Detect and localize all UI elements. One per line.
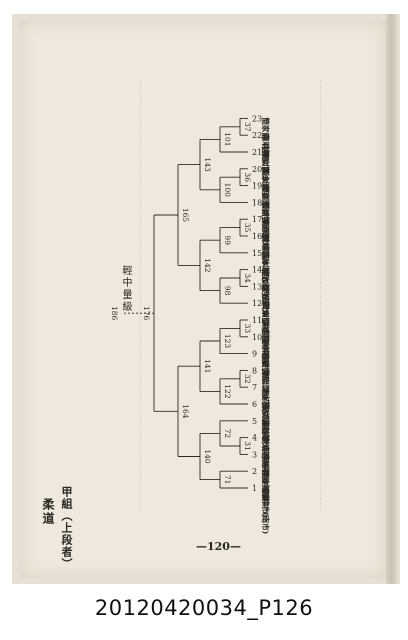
bracket-lines	[124, 117, 248, 489]
seed-number: 9	[252, 350, 257, 359]
match-number: 37	[243, 122, 252, 132]
entrant-name: 楊志義 (基市)	[261, 269, 271, 316]
match-number: 142	[203, 258, 212, 273]
seed-number: 6	[252, 400, 257, 409]
match-number: 31	[243, 441, 252, 451]
entrant-name: 陳文富 (北西)	[261, 151, 271, 198]
match-number: 123	[223, 334, 232, 349]
entrant-name: 黃東發 (苗縣)	[261, 302, 271, 349]
seed-number: 15	[252, 249, 262, 258]
scanned-page	[12, 14, 400, 584]
match-number: 99	[223, 235, 232, 245]
entrant-name: 簡家龍 (桃縣)	[261, 117, 271, 164]
seed-number: 18	[252, 198, 262, 207]
entrant-name: 陳宏二 (花縣)	[261, 369, 271, 416]
group-title: 甲組（上段者）	[60, 486, 73, 570]
entrant-name: 楊坤明 (竹縣)	[261, 336, 271, 383]
entrant-name: 韓喜進 (竹縣)	[261, 185, 271, 232]
seed-number: 13	[252, 282, 262, 291]
seed-number: 19	[252, 182, 262, 191]
book-spine	[386, 14, 400, 584]
seed-number: 17	[252, 215, 262, 224]
show-through-column	[320, 80, 351, 510]
image-caption: 20120420034_P126	[94, 596, 314, 620]
seed-number: 21	[252, 148, 262, 157]
paper-sheet	[20, 20, 386, 578]
seed-number: 4	[252, 434, 257, 443]
seed-number: 14	[252, 266, 262, 275]
entrant-name: 黃文漢 (高市)	[261, 403, 271, 450]
match-number: 35	[243, 223, 252, 233]
match-number: 34	[243, 273, 252, 283]
match-numbers: 31 32 33 34 35 36 37 71 72 122 123 98 99 100 101 140 141…	[110, 122, 252, 484]
entrant-name: 梁振華 (北東)	[261, 284, 271, 332]
match-number: 122	[223, 384, 232, 399]
sport-title: 柔道	[41, 498, 55, 526]
match-number: 165	[181, 208, 190, 223]
entrant-name: 林建基 (北西)	[261, 235, 271, 282]
match-number: 140	[203, 449, 212, 464]
seed-number: 7	[252, 383, 257, 392]
seed-number: 3	[252, 450, 257, 459]
seed-number: 22	[252, 131, 262, 140]
entrant-names: 郭蘭財 (南市)洪金松 (中市)李垣福 (中縣)劉清明 (屏縣)張義雄 (宜縣)…	[261, 117, 271, 534]
seed-number: 20	[252, 165, 262, 174]
page-number: —120—	[196, 540, 241, 553]
entrant-name: 劉清明 (屏縣)	[261, 437, 271, 484]
match-number: 98	[223, 286, 232, 296]
entrant-name: 張添壽 (彰縣)	[261, 218, 271, 265]
entrant-name: 呂木基 (北西)	[261, 252, 271, 299]
match-number: 101	[223, 132, 232, 146]
weight-class-label: 輕中量級	[120, 265, 131, 313]
match-number: 72	[223, 429, 232, 439]
seed-number: 11	[252, 316, 262, 325]
seed-number: 23	[252, 114, 262, 123]
entrant-name: 高永進 (北南)	[261, 168, 271, 215]
match-number: 186	[110, 306, 119, 321]
match-number: 33	[243, 324, 252, 334]
entrant-name: 陳士華 (彰縣)	[261, 386, 271, 433]
match-number: 164	[181, 404, 190, 419]
match-number: 32	[243, 374, 252, 384]
match-number: 176	[142, 306, 151, 321]
match-number: 36	[243, 172, 252, 182]
match-number: 100	[223, 183, 232, 198]
entrant-name: 翁慶盛 (北縣)	[261, 353, 271, 400]
seed-number: 5	[252, 417, 257, 426]
show-through-column	[140, 80, 171, 510]
entrant-name: 陳明勇 (北北)	[261, 134, 271, 181]
match-number: 71	[223, 475, 232, 485]
seed-number: 16	[252, 232, 262, 241]
seed-number: 8	[252, 366, 257, 375]
entrant-name: 洪金松 (中市)	[261, 470, 271, 517]
seed-number: 1	[252, 484, 257, 493]
match-number: 141	[203, 359, 212, 373]
entrant-name: 蔡福興 (南市)	[261, 200, 271, 248]
seed-number: 10	[252, 333, 262, 342]
entrant-name: 李垣福 (中縣)	[261, 452, 271, 500]
seed-number: 12	[252, 299, 262, 308]
entrant-name: 郭蘭財 (南市)	[261, 487, 271, 534]
entrant-name: 洪禮旺 (東縣)	[261, 319, 271, 366]
match-number: 143	[203, 157, 212, 172]
entrant-name: 張義雄 (宜縣)	[261, 420, 271, 467]
seed-number: 2	[252, 467, 257, 476]
